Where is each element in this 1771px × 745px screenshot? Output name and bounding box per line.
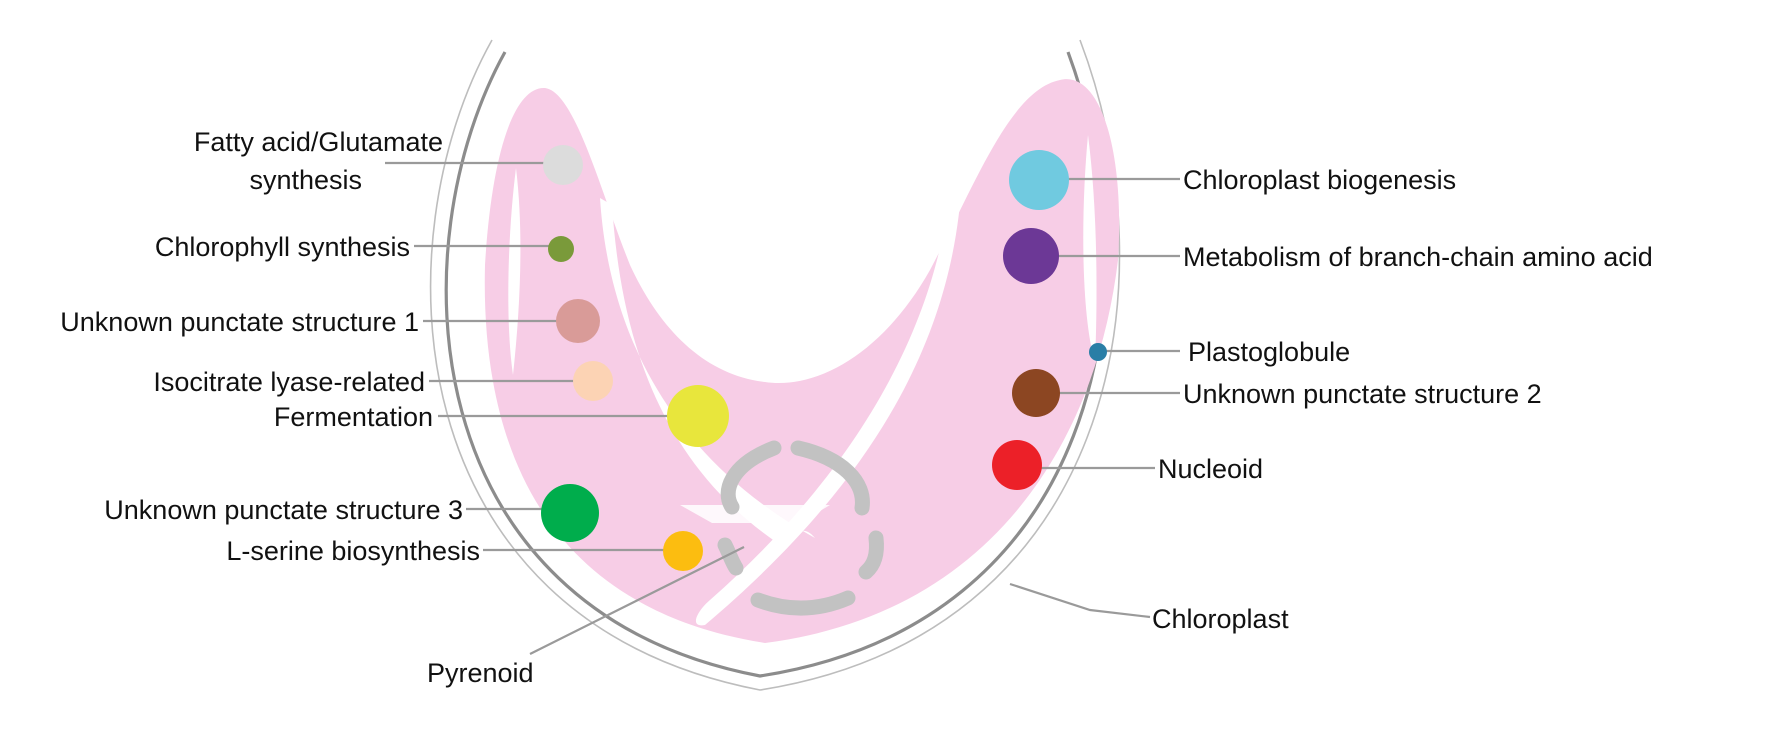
dot-nucleoid (992, 440, 1042, 490)
dot-branch-chain (1003, 228, 1059, 284)
dot-isocitrate (573, 361, 613, 401)
labels: Fatty acid/Glutamate synthesis Chlorophy… (60, 127, 1652, 688)
label-fatty-acid-line1: Fatty acid/Glutamate (194, 127, 443, 157)
thylakoid-cross-upper (680, 505, 830, 523)
leader-chloroplast (1009, 582, 1151, 619)
label-lserine: L-serine biosynthesis (226, 536, 480, 566)
label-unknown1: Unknown punctate structure 1 (60, 307, 419, 337)
pyrenoid-sheath-top-left (720, 440, 782, 515)
label-unknown2: Unknown punctate structure 2 (1183, 379, 1542, 409)
label-chloroplast-biogenesis: Chloroplast biogenesis (1183, 165, 1456, 195)
pyrenoid-sheath-right (858, 530, 884, 580)
label-chlorophyll: Chlorophyll synthesis (155, 232, 410, 262)
label-fermentation: Fermentation (274, 402, 433, 432)
dot-chlorophyll (548, 236, 574, 262)
dot-unknown2 (1012, 369, 1060, 417)
dot-lserine (663, 531, 703, 571)
label-isocitrate: Isocitrate lyase-related (153, 367, 425, 397)
label-branch-chain: Metabolism of branch-chain amino acid (1183, 242, 1653, 272)
localization-dots (541, 145, 1107, 571)
cell-membrane-outer (429, 39, 1121, 691)
label-plastoglobule: Plastoglobule (1188, 337, 1350, 367)
label-fatty-acid-line2: synthesis (249, 165, 362, 195)
thylakoid-right-edge (1083, 135, 1097, 362)
leader-lines (385, 161, 1180, 655)
thylakoid-left-edge (508, 168, 521, 375)
pyrenoid-sheath-top-right (790, 440, 870, 516)
thylakoid-left-arm (600, 198, 815, 548)
label-chloroplast: Chloroplast (1152, 604, 1289, 634)
pyrenoid (717, 440, 884, 616)
label-unknown3: Unknown punctate structure 3 (104, 495, 463, 525)
dot-fatty-acid (543, 145, 583, 185)
label-nucleoid: Nucleoid (1158, 454, 1263, 484)
dot-chloroplast-biogenesis (1009, 150, 1069, 210)
dot-unknown1 (556, 299, 600, 343)
chloroplast-body (484, 79, 1120, 644)
pyrenoid-sheath-left (717, 537, 744, 576)
dot-unknown3 (541, 484, 599, 542)
dot-fermentation (667, 385, 729, 447)
dot-plastoglobule (1089, 343, 1107, 361)
label-pyrenoid: Pyrenoid (427, 658, 534, 688)
leader-pyrenoid (529, 546, 745, 655)
pyrenoid-sheath-bottom (750, 590, 856, 616)
